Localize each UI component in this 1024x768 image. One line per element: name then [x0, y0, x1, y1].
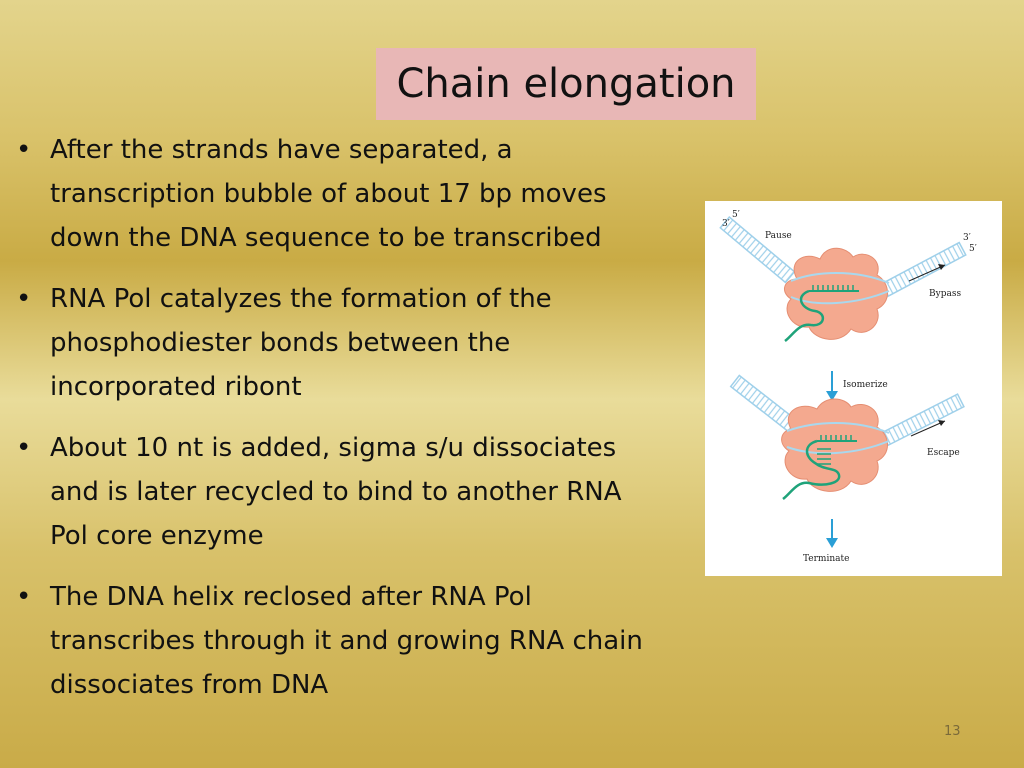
label-bypass: Bypass	[929, 289, 961, 299]
bullet-item: • RNA Pol catalyzes the formation of the …	[12, 277, 662, 409]
bullet-text: RNA Pol catalyzes the formation of the p…	[50, 284, 552, 402]
page-number: 13	[944, 724, 961, 739]
dna-strand-left-top	[719, 216, 796, 284]
label-3prime-top: 3′	[722, 219, 730, 229]
label-escape: Escape	[927, 448, 960, 458]
label-pause: Pause	[765, 231, 792, 241]
dna-strand-right-bottom	[880, 393, 965, 447]
transcription-diagram: 5′ 3′ Pause 3′ 5′ Bypass Isomerize	[719, 210, 977, 564]
bullet-icon: •	[16, 433, 32, 463]
bullet-item: • The DNA helix reclosed after RNA Pol tr…	[12, 575, 662, 707]
escape-arrow-icon	[910, 420, 946, 437]
slide-title: Chain elongation	[396, 61, 736, 107]
isomerize-arrow-icon	[826, 371, 838, 401]
rna-chain-top	[784, 289, 824, 342]
rna-polymerase-bottom	[781, 398, 888, 492]
label-5prime-right: 5′	[969, 244, 977, 254]
rna-hybrid-bottom	[817, 435, 857, 465]
bullet-icon: •	[16, 135, 32, 165]
label-isomerize: Isomerize	[843, 380, 888, 390]
rna-hybrid-top	[809, 285, 859, 292]
title-box: Chain elongation	[376, 48, 756, 120]
bullet-icon: •	[16, 284, 32, 314]
rna-polymerase-top	[783, 247, 888, 340]
transcription-figure: 5′ 3′ Pause 3′ 5′ Bypass Isomerize	[705, 201, 1002, 576]
bullet-icon: •	[16, 582, 32, 612]
bullet-item: • About 10 nt is added, sigma s/u dissoci…	[12, 426, 662, 558]
bullet-text: After the strands have separated, a tran…	[50, 135, 607, 253]
dna-strand-left-bottom	[729, 374, 800, 434]
bullet-list: • After the strands have separated, a tra…	[12, 128, 662, 724]
terminate-arrow-icon	[826, 519, 838, 548]
label-5prime-top: 5′	[732, 210, 740, 220]
bullet-item: • After the strands have separated, a tra…	[12, 128, 662, 260]
label-terminate: Terminate	[803, 554, 849, 564]
bypass-arrow-icon	[908, 264, 946, 282]
rna-chain-bottom	[782, 439, 841, 500]
bullet-text: The DNA helix reclosed after RNA Pol tra…	[50, 582, 643, 700]
label-3prime-right: 3′	[963, 233, 971, 243]
bullet-text: About 10 nt is added, sigma s/u dissocia…	[50, 433, 622, 551]
